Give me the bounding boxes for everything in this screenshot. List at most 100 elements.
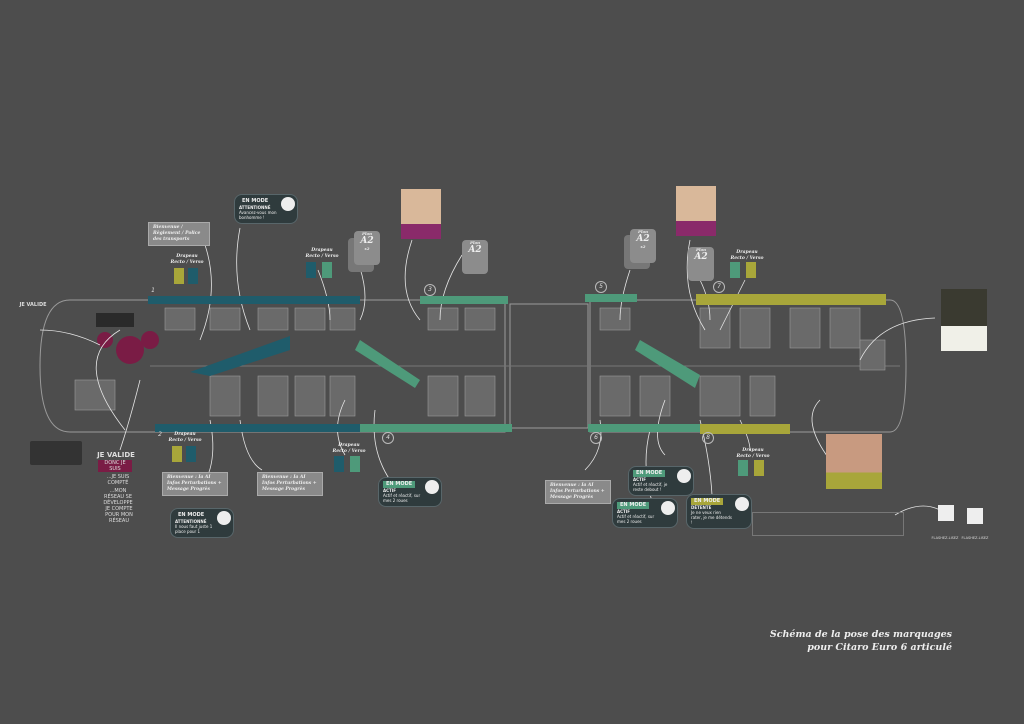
flag-green bbox=[322, 262, 332, 278]
flag-label-4: Drapeau Recto / Verso bbox=[332, 443, 366, 454]
zone-number-8: 8 bbox=[702, 432, 714, 444]
flag-olive bbox=[172, 446, 182, 462]
person-icon bbox=[677, 469, 691, 483]
tablet-icon bbox=[735, 497, 749, 511]
zone-number-3: 3 bbox=[424, 284, 436, 296]
badge-text: Je ne veux rien rater, je me détends ! bbox=[691, 510, 732, 525]
plan-label: Plan bbox=[469, 240, 481, 245]
badge-text: Avancez-vous mon bonhomme ! bbox=[239, 210, 277, 220]
validator-sticker bbox=[30, 441, 82, 465]
badge-title: ATTENTIONNÉ bbox=[239, 205, 271, 210]
plan-count: x2 bbox=[364, 246, 370, 251]
flashez-label: FLASHEZ-LISEZ bbox=[961, 536, 989, 540]
poster-photo-woman bbox=[676, 186, 716, 236]
plan-label: Plan bbox=[361, 231, 373, 236]
badge-text: Actif et réactif, sur mes 2 roues bbox=[617, 514, 655, 524]
zone-number-7: 7 bbox=[713, 281, 725, 293]
stripe-green-top-1 bbox=[420, 296, 508, 304]
flag-green bbox=[350, 456, 360, 472]
validator-zone bbox=[97, 332, 113, 348]
bus-mini-plan bbox=[752, 512, 904, 536]
bus-rear-section bbox=[589, 299, 907, 433]
flag-green bbox=[738, 460, 748, 476]
person-icon bbox=[217, 511, 231, 525]
seats bbox=[74, 307, 886, 417]
plan-size: A2 bbox=[636, 234, 650, 244]
title-line-1: Schéma de la pose des marquages bbox=[769, 629, 952, 640]
badge-title: ATTENTIONNÉ bbox=[175, 519, 207, 524]
zone-number-2: 2 bbox=[158, 431, 162, 438]
je-valide-sub: DONC JE SUIS bbox=[98, 460, 132, 472]
flag-label-5: Drapeau Recto / Verso bbox=[730, 250, 764, 261]
badge-text: Actif et réactif, je reste debout ! bbox=[633, 482, 668, 492]
flag-olive bbox=[174, 268, 184, 284]
badge-title: DÉTENTE bbox=[691, 505, 712, 510]
stripe-olive-top bbox=[696, 294, 886, 305]
flag-olive bbox=[754, 460, 764, 476]
poster-photo-woman bbox=[401, 189, 441, 239]
poster-tablet bbox=[941, 289, 987, 351]
plan-size: A2 bbox=[694, 252, 708, 262]
stripe-green-bottom-2 bbox=[588, 424, 700, 432]
flag-teal bbox=[186, 446, 196, 462]
note-bienvenue-1: Bienvenue : Ia AI Infos Perturbations + … bbox=[162, 472, 228, 496]
stripe-teal-top bbox=[148, 296, 360, 304]
badge-head: EN MODE bbox=[617, 502, 650, 509]
je-valide-line-1: ...JE SUIS COMPTÉ bbox=[106, 474, 130, 486]
badge-head: EN MODE bbox=[633, 470, 666, 477]
je-valide-line-2: ...MON RÉSEAU SE DÉVELOPPE bbox=[103, 488, 133, 506]
person-icon bbox=[281, 197, 295, 211]
door-panel-3 bbox=[635, 340, 700, 388]
note-bienvenue-2: Bienvenue : Ia AI Infos Perturbations + … bbox=[257, 472, 323, 496]
person-icon bbox=[425, 480, 439, 494]
stripe-green-top-2 bbox=[585, 294, 637, 302]
je-valide-title: JE VALIDE bbox=[97, 451, 135, 459]
note-reglement: Bienvenue / Règlement / Police des trans… bbox=[148, 222, 210, 246]
badge-head: EN MODE bbox=[242, 198, 269, 204]
flag-label-1: Drapeau Recto / Verso bbox=[170, 254, 204, 265]
badge-head: EN MODE bbox=[178, 512, 205, 518]
door-panel-2 bbox=[355, 340, 420, 388]
badge-title: ACTIF bbox=[633, 477, 646, 482]
flag-olive bbox=[746, 262, 756, 278]
validator-zone bbox=[141, 331, 159, 349]
diagram-title: Schéma de la pose des marquages pour Cit… bbox=[770, 628, 952, 654]
badge-head: EN MODE bbox=[691, 498, 724, 505]
badge-head: EN MODE bbox=[383, 481, 416, 488]
poster-photo-man bbox=[826, 434, 882, 489]
flashez-label: FLASHEZ-LISEZ bbox=[931, 536, 959, 540]
zone-number-4: 4 bbox=[382, 432, 394, 444]
plan-label: Plan bbox=[695, 247, 707, 252]
flag-label-3: Drapeau Recto / Verso bbox=[168, 432, 202, 443]
badge-title: ACTIF bbox=[383, 488, 396, 493]
validator-zone bbox=[116, 336, 144, 364]
bus-front-section bbox=[39, 299, 506, 433]
flag-label-6: Drapeau Recto / Verso bbox=[736, 448, 770, 459]
zone-number-6: 6 bbox=[590, 432, 602, 444]
je-valide-small: JE VALIDE bbox=[19, 302, 47, 308]
title-line-2: pour Citaro Euro 6 articulé bbox=[807, 642, 952, 653]
door-panel-1 bbox=[190, 336, 290, 376]
qr-code-icon bbox=[938, 505, 954, 521]
plan-size: A2 bbox=[360, 236, 374, 246]
badge-text: Actif et réactif, sur mes 2 roues bbox=[383, 493, 421, 503]
plan-count: x2 bbox=[640, 244, 646, 249]
flag-green bbox=[730, 262, 740, 278]
zone-number-1: 1 bbox=[151, 287, 155, 294]
plan-size: A2 bbox=[468, 245, 482, 255]
je-valide-line-3: JE COMPTE POUR MON RÉSEAU bbox=[105, 506, 133, 524]
je-valide-mirror-sticker bbox=[96, 313, 134, 327]
badge-text: Il nous faut juste 1 place pour 1 bbox=[175, 524, 213, 534]
flag-teal bbox=[306, 262, 316, 278]
